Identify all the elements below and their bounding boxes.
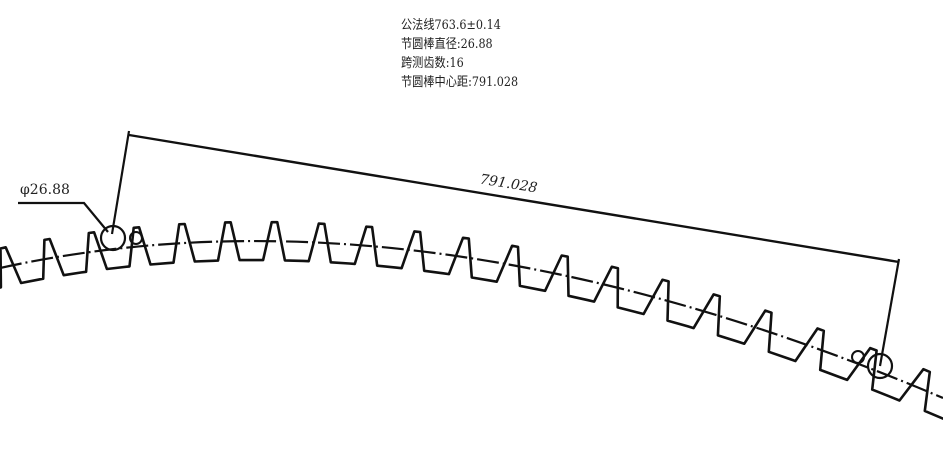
diameter-label: φ26.88 [20, 182, 70, 198]
pin-center-mark-left [129, 231, 143, 245]
diameter-leader-line [18, 201, 109, 233]
extension-line-right [878, 258, 901, 367]
spec-notes: 公法线763.6±0.14 节圆棒直径:26.88 跨测齿数:16 节圆棒中心距… [401, 16, 537, 92]
extension-line-left [110, 130, 131, 235]
measuring-pin-right [866, 352, 894, 380]
note-pin-diameter: 节圆棒直径:26.88 [401, 37, 493, 52]
measuring-pin-left [99, 224, 127, 252]
note-common-normal: 公法线763.6±0.14 [401, 18, 501, 33]
note-teeth-span: 跨测齿数:16 [401, 56, 464, 71]
dimension-value: 791.028 [479, 172, 539, 197]
pitch-circle-arc [0, 239, 943, 400]
gear-tooth-profile [0, 220, 943, 421]
note-pin-center-distance: 节圆棒中心距:791.028 [401, 75, 519, 90]
pin-center-mark-right [851, 350, 865, 364]
dimension-line [128, 133, 900, 264]
